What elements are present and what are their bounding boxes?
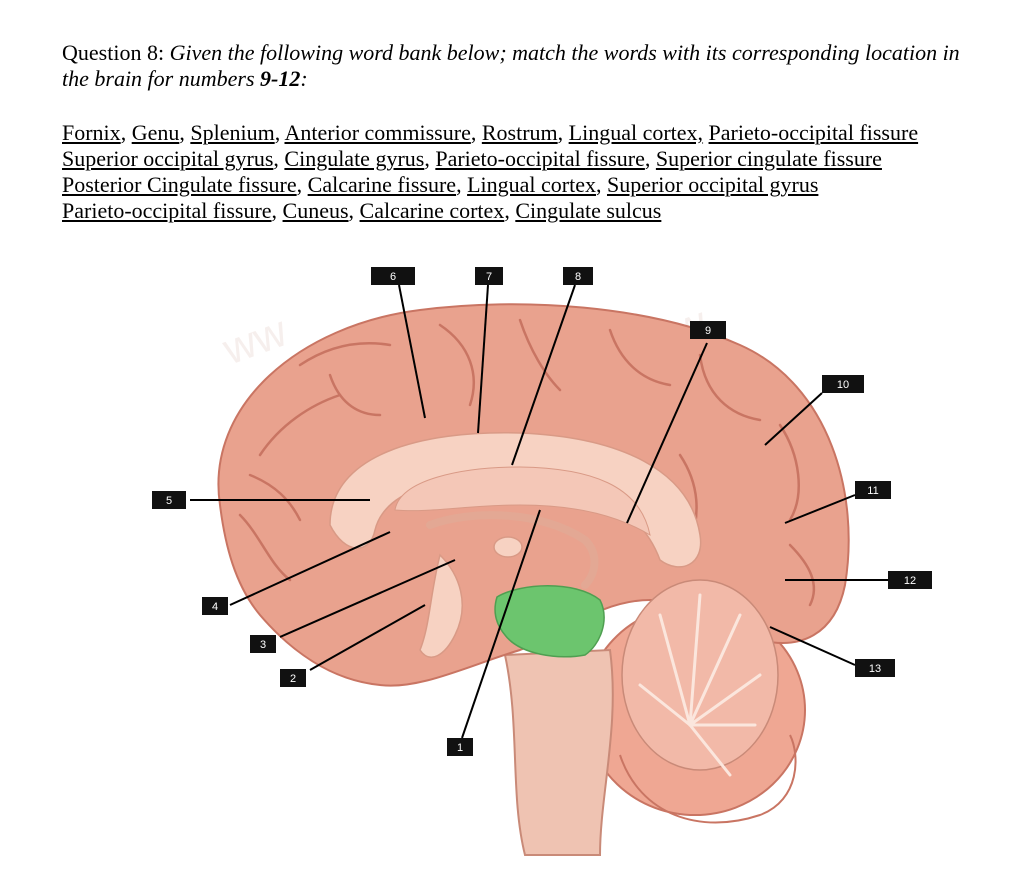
word-bank-line: Superior occipital gyrus, Cingulate gyru… [62,146,1002,172]
brainstem [503,648,614,856]
word-bank-term: Lingual cortex, [568,120,704,145]
word-bank-term: Rostrum [481,120,558,145]
word-bank-separator: , [120,120,132,145]
question-suffix: : [300,66,308,91]
brain-figure: ww w. enn [0,255,1024,895]
word-bank-term: Parieto-occipital fissure [62,198,272,223]
word-bank-term: Lingual cortex [467,172,596,197]
fornix [426,511,599,589]
label-7: 7 [486,271,492,283]
word-bank-separator: , [424,146,436,171]
question-instruction: Given the following word bank below; mat… [62,40,960,91]
label-boxes: 1 2 3 4 5 6 7 8 9 10 11 12 13 [152,267,932,756]
word-bank-line: Fornix, Genu, Splenium, Anterior commiss… [62,120,1002,146]
arbor-vitae [638,593,762,777]
label-13: 13 [869,663,881,675]
label-5: 5 [166,495,172,507]
word-bank-term: Genu [131,120,180,145]
word-bank-separator: , [274,120,285,145]
word-bank-term: Cuneus [282,198,349,223]
word-bank-term: Parieto-occipital fissure [708,120,919,145]
word-bank-separator: , [296,172,308,197]
label-11: 11 [867,485,878,497]
label-2: 2 [290,673,296,685]
word-bank-term: Posterior Cingulate fissure [62,172,297,197]
word-bank-term: Cingulate sulcus [515,198,662,223]
label-12: 12 [904,575,916,587]
label-3: 3 [260,639,266,651]
word-bank-separator: , [470,120,482,145]
word-bank-separator: , [179,120,191,145]
word-bank-term: Calcarine cortex [359,198,505,223]
word-bank-term: Parieto-occipital fissure [435,146,645,171]
word-bank-separator: , [348,198,360,223]
corpus-callosum [329,432,702,568]
word-bank-term: Anterior commissure [284,120,471,145]
word-bank-separator: , [504,198,516,223]
word-bank-line: Parieto-occipital fissure, Cuneus, Calca… [62,198,1002,224]
question-range: 9-12 [260,66,301,91]
word-bank-separator: , [456,172,468,197]
word-bank-separator: , [595,172,607,197]
gyri [238,318,816,607]
midbrain-highlight [494,585,605,658]
question-prefix: Question 8: [62,40,165,65]
label-10: 10 [837,379,849,391]
cerebellum [621,579,779,771]
word-bank-separator: , [644,146,656,171]
ventricle [394,466,651,537]
word-bank: Fornix, Genu, Splenium, Anterior commiss… [62,120,1002,224]
word-bank-term: Superior occipital gyrus [62,146,274,171]
cerebellar-folia [619,734,797,824]
brain-diagram: ww w. enn [152,267,932,856]
word-bank-term: Fornix [62,120,121,145]
thalamus [493,536,523,558]
word-bank-term: Superior occipital gyrus [606,172,819,197]
hypothalamus [419,553,463,658]
word-bank-term: Superior cingulate fissure [655,146,882,171]
word-bank-separator: , [557,120,569,145]
label-9: 9 [705,325,711,337]
word-bank-separator: , [271,198,283,223]
word-bank-separator: , [273,146,285,171]
leader-lines [190,284,888,739]
word-bank-term: Calcarine fissure [307,172,457,197]
label-6: 6 [390,271,396,283]
question-text: Question 8: Given the following word ban… [62,40,982,92]
word-bank-term: Cingulate gyrus [284,146,425,171]
word-bank-term: Splenium [190,120,275,145]
label-4: 4 [212,601,218,613]
label-8: 8 [575,271,581,283]
word-bank-line: Posterior Cingulate fissure, Calcarine f… [62,172,1002,198]
label-1: 1 [457,742,463,754]
